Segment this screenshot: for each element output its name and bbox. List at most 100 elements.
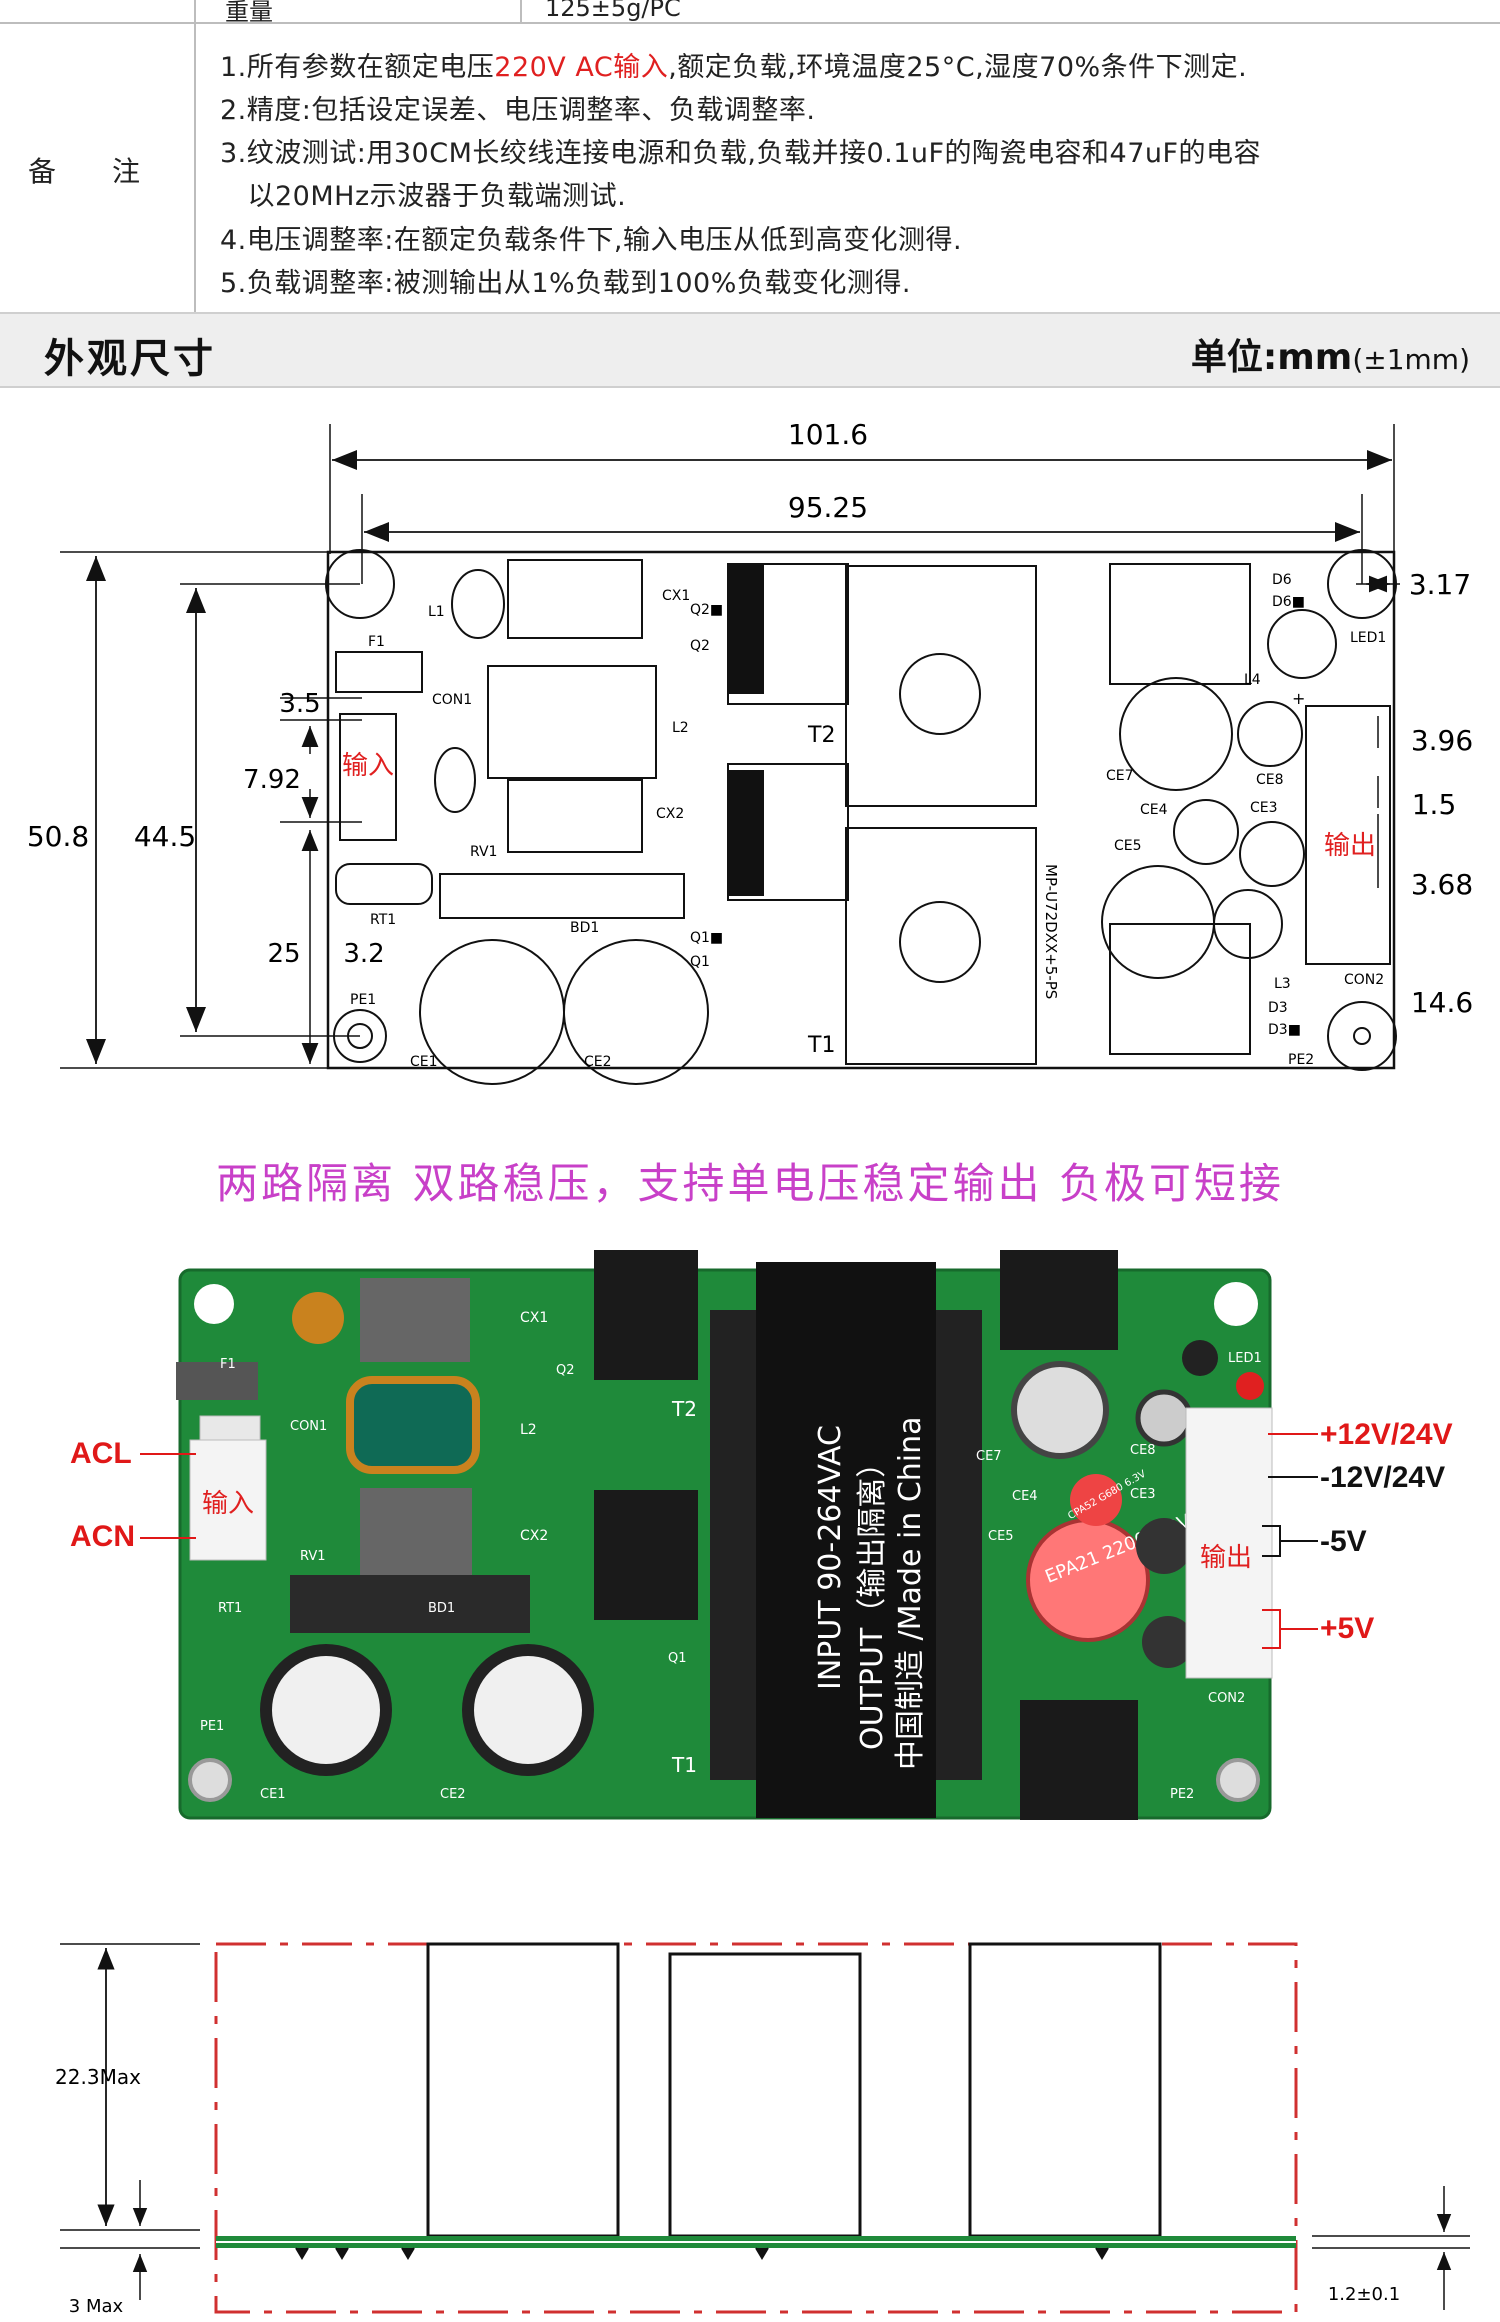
- transformer-t2: [845, 565, 1037, 807]
- dim-out-1-label: 3.96: [1411, 724, 1473, 757]
- transformer-t1: [845, 827, 1037, 1065]
- svg-text:CE4: CE4: [1012, 1489, 1038, 1504]
- dim-out-2-label: 1.5: [1412, 788, 1457, 821]
- side-thickness-label: 1.2±0.1: [1328, 2284, 1400, 2305]
- svg-text:CE4: CE4: [1140, 802, 1168, 818]
- mount-hole: [1327, 549, 1397, 619]
- table-column-divider: [520, 0, 522, 22]
- svg-text:RT1: RT1: [370, 912, 396, 928]
- svg-text:T1: T1: [671, 1753, 697, 1777]
- ce2-cap: [563, 939, 709, 1085]
- svg-text:Q2: Q2: [556, 1363, 575, 1378]
- svg-text:PE1: PE1: [350, 992, 376, 1008]
- acn-label: ACN: [70, 1520, 135, 1553]
- dim-width-total-label: 101.6: [788, 418, 868, 451]
- l2-choke: [487, 665, 657, 779]
- svg-text:L2: L2: [672, 720, 689, 736]
- svg-text:CX1: CX1: [662, 588, 690, 604]
- pcb-photo: CX1 CX2 L2 F1 CON1 RV1 RT1 PE1 CE1 CE2 B…: [140, 1250, 1318, 1820]
- svg-text:D3: D3: [1268, 1000, 1288, 1016]
- dim-input-bottom-label: 25: [267, 939, 300, 969]
- mount-hole: [325, 549, 395, 619]
- note-line-5: 4.电压调整率:在额定负载条件下,输入电压从低到高变化测得.: [220, 225, 963, 256]
- transformer-label-3: 中国制造 /Made in China: [893, 1416, 928, 1770]
- svg-text:CX1: CX1: [520, 1310, 548, 1326]
- table-column-divider: [194, 0, 196, 312]
- cx1-cap: [507, 559, 643, 639]
- svg-text:CX2: CX2: [656, 806, 684, 822]
- ce7-cap: [1119, 677, 1233, 791]
- svg-text:CON2: CON2: [1344, 972, 1384, 988]
- side-transformer: [968, 1942, 1162, 2238]
- svg-text:D6: D6: [1272, 572, 1292, 588]
- svg-text:CON1: CON1: [432, 692, 472, 708]
- svg-text:+: +: [1292, 689, 1305, 708]
- photo-input-tag: 输入: [202, 1489, 254, 1519]
- input-connector: [339, 713, 397, 841]
- svg-text:L3: L3: [1274, 976, 1291, 992]
- transformer-block: [756, 1262, 936, 1818]
- mount-hole: [1327, 1001, 1397, 1071]
- svg-text:CE3: CE3: [1130, 1487, 1156, 1502]
- svg-text:MP-U72DXX+5-PS: MP-U72DXX+5-PS: [1042, 864, 1060, 999]
- dim-hole-offset-label: 3.17: [1409, 568, 1471, 601]
- svg-text:F1: F1: [368, 634, 385, 650]
- svg-text:CE8: CE8: [1130, 1443, 1156, 1458]
- output-tag: 输出: [1324, 831, 1376, 861]
- side-height-label: 22.3Max: [55, 2065, 141, 2089]
- svg-text:RV1: RV1: [300, 1549, 326, 1564]
- svg-text:L2: L2: [520, 1422, 537, 1438]
- svg-text:CX2: CX2: [520, 1528, 548, 1544]
- inductor-l1: [451, 569, 505, 639]
- svg-text:Q2: Q2: [690, 638, 710, 654]
- weight-label: 重量: [225, 0, 273, 26]
- svg-text:Q2■: Q2■: [690, 602, 723, 618]
- svg-text:Q1: Q1: [690, 954, 710, 970]
- acl-label: ACL: [70, 1437, 132, 1470]
- svg-text:LED1: LED1: [1228, 1351, 1262, 1366]
- out-5v-label: +5V: [1320, 1612, 1375, 1645]
- out-12v-label: +12V/24V: [1320, 1418, 1453, 1451]
- spec-table: 重量 125±5g/PC 备 注 1.所有参数在额定电压220V AC输入,额定…: [0, 0, 1500, 312]
- note-line-3: 3.纹波测试:用30CM长绞线连接电源和负载,负载并接0.1uF的陶瓷电容和47…: [220, 138, 1262, 169]
- dim-input-pitch-label: 7.92: [243, 765, 301, 795]
- svg-text:BD1: BD1: [428, 1601, 455, 1616]
- mount-hole: [333, 1009, 387, 1063]
- svg-text:LED1: LED1: [1350, 630, 1386, 646]
- note-line-4: 以20MHz示波器于负载端测试.: [220, 181, 627, 212]
- svg-text:RV1: RV1: [470, 844, 497, 860]
- dimension-drawing: 101.6 95.25 50.8 44.5 3.5 7.92 25 3.2 3.…: [27, 418, 1473, 1085]
- dim-bottom-offset-label: 3.2: [343, 939, 384, 969]
- svg-text:CE7: CE7: [976, 1449, 1002, 1464]
- dim-height-holes-label: 44.5: [134, 820, 196, 853]
- dim-out-3-label: 3.68: [1411, 868, 1473, 901]
- table-divider: [0, 22, 1500, 24]
- dim-input-offset-label: 3.5: [279, 689, 320, 719]
- svg-text:CE5: CE5: [1114, 838, 1142, 854]
- svg-text:T1: T1: [807, 1033, 835, 1058]
- svg-text:PE1: PE1: [200, 1719, 224, 1734]
- svg-text:PE2: PE2: [1170, 1787, 1194, 1802]
- rt1: [335, 863, 433, 905]
- cx2-cap: [507, 779, 643, 853]
- bd1: [439, 873, 685, 919]
- note-line-2: 2.精度:包括设定误差、电压调整率、负载调整率.: [220, 95, 816, 126]
- svg-text:CE2: CE2: [440, 1787, 466, 1802]
- out-n12v-label: -12V/24V: [1320, 1461, 1446, 1494]
- svg-text:CE2: CE2: [584, 1054, 612, 1070]
- transformer-label-2: OUTPUT（输出隔离）: [855, 1448, 890, 1750]
- svg-text:PE2: PE2: [1288, 1052, 1314, 1068]
- notes-label: 备 注: [28, 155, 141, 188]
- note-line-6: 5.负载调整率:被测输出从1%负载到100%负载变化测得.: [220, 268, 911, 299]
- svg-text:F1: F1: [220, 1357, 236, 1372]
- note-line-1: 1.所有参数在额定电压220V AC输入,额定负载,环境温度25°C,湿度70%…: [220, 52, 1248, 83]
- svg-text:Q1■: Q1■: [690, 930, 723, 946]
- out-n5v-label: -5V: [1320, 1525, 1367, 1558]
- side-transformer: [668, 1952, 862, 2238]
- transformer-label-1: INPUT 90-264VAC: [813, 1425, 848, 1690]
- svg-text:CON2: CON2: [1208, 1691, 1245, 1706]
- svg-text:CE1: CE1: [260, 1787, 286, 1802]
- svg-text:CE5: CE5: [988, 1529, 1014, 1544]
- side-view: 22.3Max 3 Max 1.2±0.1: [55, 1942, 1470, 2317]
- svg-text:CON1: CON1: [290, 1419, 327, 1434]
